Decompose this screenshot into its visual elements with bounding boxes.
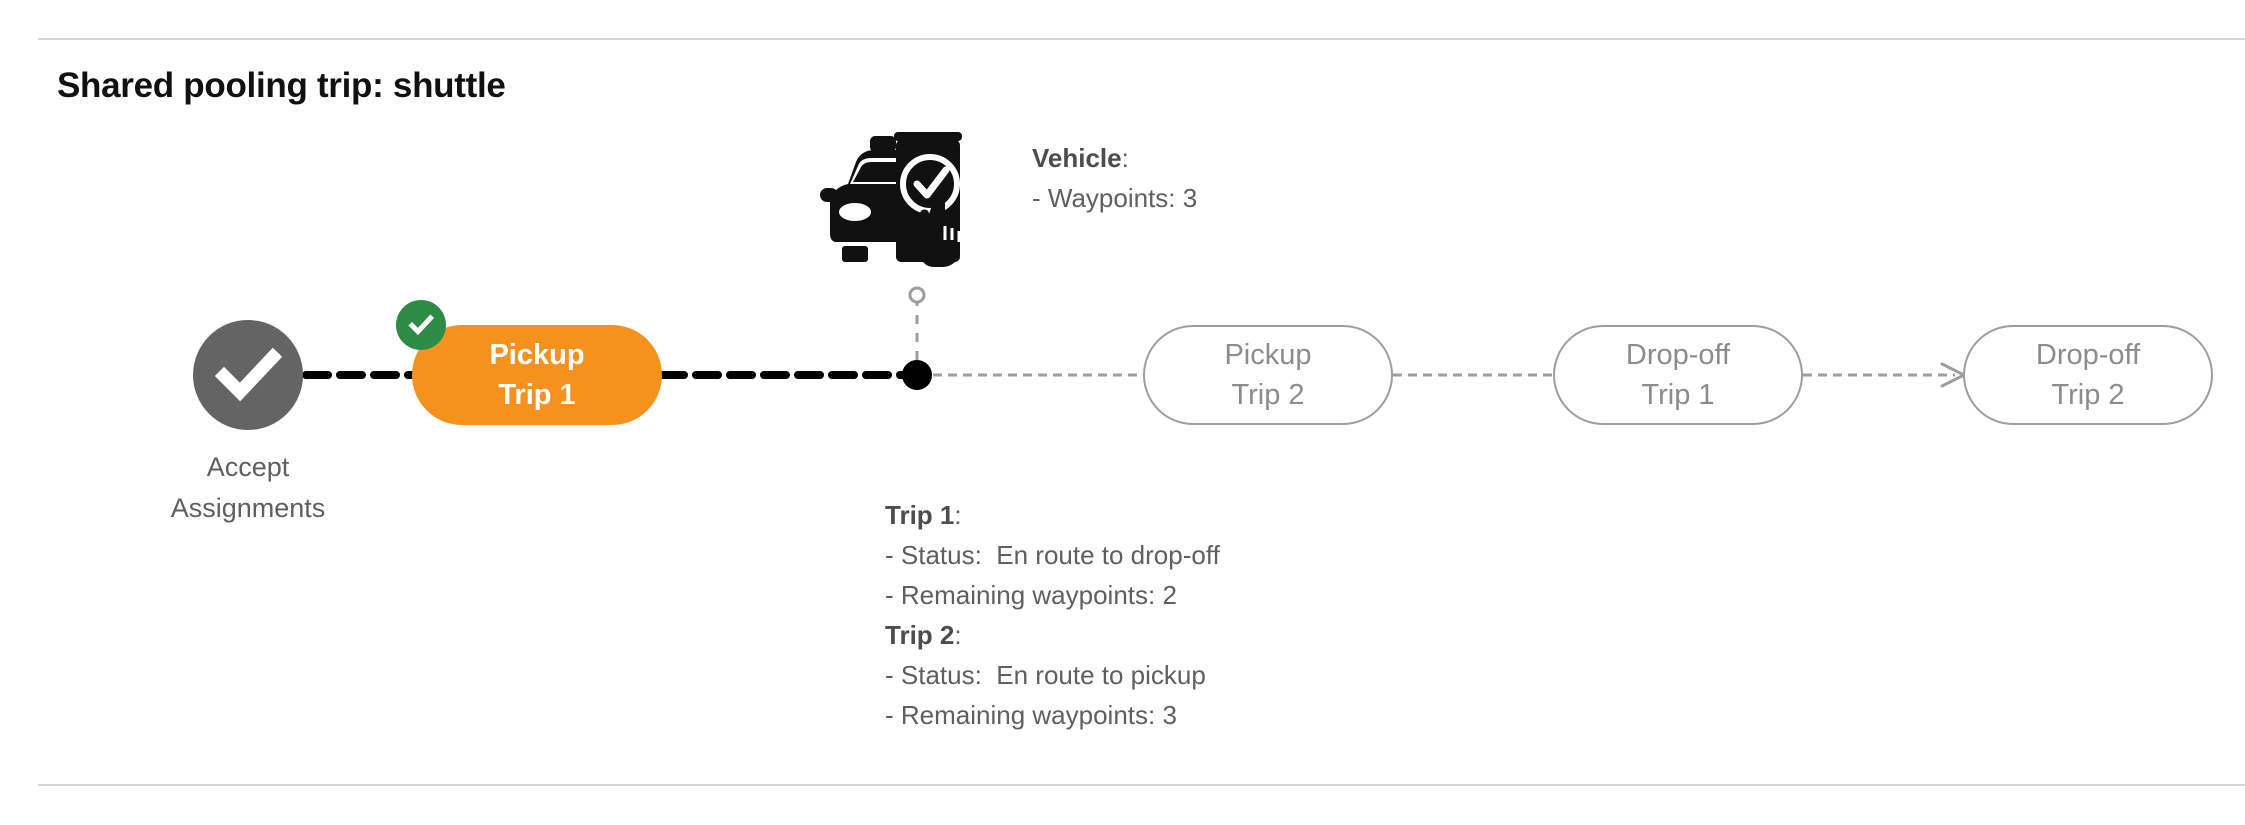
- trip1-waypoints: - Remaining waypoints: 2: [885, 580, 1177, 610]
- step-dropoff-trip-1[interactable]: Drop-off Trip 1: [1553, 325, 1803, 425]
- completed-badge: [396, 300, 446, 350]
- bottom-divider: [38, 784, 2245, 786]
- trip2-status: - Status: En route to pickup: [885, 660, 1206, 690]
- step-label-line1: Pickup: [1224, 339, 1312, 371]
- vehicle-heading: Vehicle: [1032, 143, 1122, 173]
- trip1-heading: Trip 1: [885, 500, 955, 530]
- trip2-heading-row: Trip 2:: [885, 615, 1220, 655]
- car-phone-check-icon: [820, 132, 962, 267]
- step-pickup-trip-2[interactable]: Pickup Trip 2: [1143, 325, 1393, 425]
- check-circle-icon: [214, 347, 283, 402]
- accept-label-line2: Assignments: [170, 493, 326, 523]
- trip2-waypoints: - Remaining waypoints: 3: [885, 700, 1177, 730]
- car-phone-check-icon-wrapper: [818, 122, 978, 277]
- top-divider: [38, 38, 2245, 40]
- step-label-line1: Drop-off: [2035, 339, 2141, 371]
- trip2-heading-suffix: :: [954, 620, 962, 650]
- accept-label-line1: Accept: [206, 452, 290, 482]
- path-arrowhead: [1940, 362, 1966, 388]
- trip2-heading: Trip 2: [885, 620, 955, 650]
- vehicle-heading-suffix: :: [1121, 143, 1129, 173]
- trip1-heading-suffix: :: [954, 500, 962, 530]
- step-label-line2: Trip 1: [498, 379, 576, 411]
- trip1-status: - Status: En route to drop-off: [885, 540, 1220, 570]
- vehicle-leader-endpoint: [908, 286, 926, 304]
- trips-annotation: Trip 1: - Status: En route to drop-off -…: [885, 495, 1220, 735]
- step-pickup-trip-1[interactable]: Pickup Trip 1: [412, 325, 662, 425]
- trip1-heading-row: Trip 1:: [885, 495, 1220, 535]
- accept-assignments-label: Accept Assignments: [98, 447, 398, 529]
- page-title: Shared pooling trip: shuttle: [57, 66, 506, 105]
- accept-assignments-node[interactable]: [193, 320, 303, 430]
- vehicle-waypoints: - Waypoints: 3: [1032, 183, 1198, 213]
- step-label-line1: Pickup: [489, 339, 585, 371]
- vehicle-position-dot: [902, 360, 932, 390]
- step-dropoff-trip-2[interactable]: Drop-off Trip 2: [1963, 325, 2213, 425]
- vehicle-annotation: Vehicle: - Waypoints: 3: [1032, 138, 1197, 218]
- step-label-line2: Trip 2: [2051, 379, 2125, 411]
- step-label-line1: Drop-off: [1625, 339, 1731, 371]
- step-label-line2: Trip 2: [1231, 379, 1305, 411]
- vehicle-heading-row: Vehicle:: [1032, 138, 1197, 178]
- check-badge-icon: [408, 314, 435, 336]
- step-label-line2: Trip 1: [1641, 379, 1715, 411]
